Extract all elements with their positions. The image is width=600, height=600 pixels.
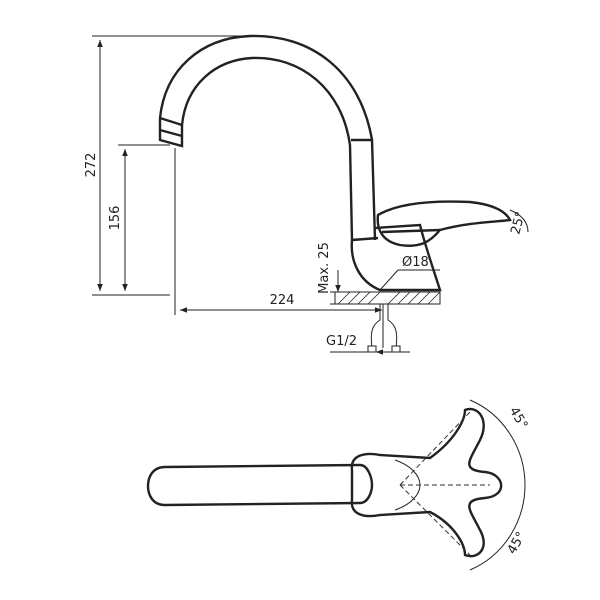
rotation-45-bottom-label: 45° xyxy=(505,530,530,557)
dimension-spout-height: 156 xyxy=(108,144,170,291)
dimension-reach: 224 xyxy=(174,148,382,315)
lever-handle xyxy=(376,200,512,247)
thread-g12-label: G1/2 xyxy=(326,334,357,349)
dimension-156-label: 156 xyxy=(108,206,123,231)
dimension-handle-angle: 25° xyxy=(508,209,529,236)
top-view: 45° 45° xyxy=(146,399,531,571)
dimension-max-deck: Max. 25 xyxy=(317,242,345,305)
lever-rotation-paths xyxy=(399,411,490,556)
body-top xyxy=(350,407,503,558)
rotation-45-top-label: 45° xyxy=(506,405,531,432)
dimension-272-label: 272 xyxy=(84,153,99,178)
angle-25-label: 25° xyxy=(508,210,528,236)
diameter-18-label: Ø18 xyxy=(402,255,429,270)
dimension-thread: G1/2 xyxy=(326,334,410,355)
max-25-label: Max. 25 xyxy=(317,242,332,294)
supply-hoses xyxy=(367,304,401,353)
side-view: 272 156 224 xyxy=(84,34,529,355)
spout-top xyxy=(146,463,374,507)
spout xyxy=(158,34,377,241)
dimension-total-height: 272 xyxy=(84,35,250,296)
dimension-hole-diameter: Ø18 xyxy=(379,255,440,291)
faucet-body xyxy=(350,223,442,292)
dimension-224-label: 224 xyxy=(270,293,295,308)
countertop xyxy=(334,291,441,305)
